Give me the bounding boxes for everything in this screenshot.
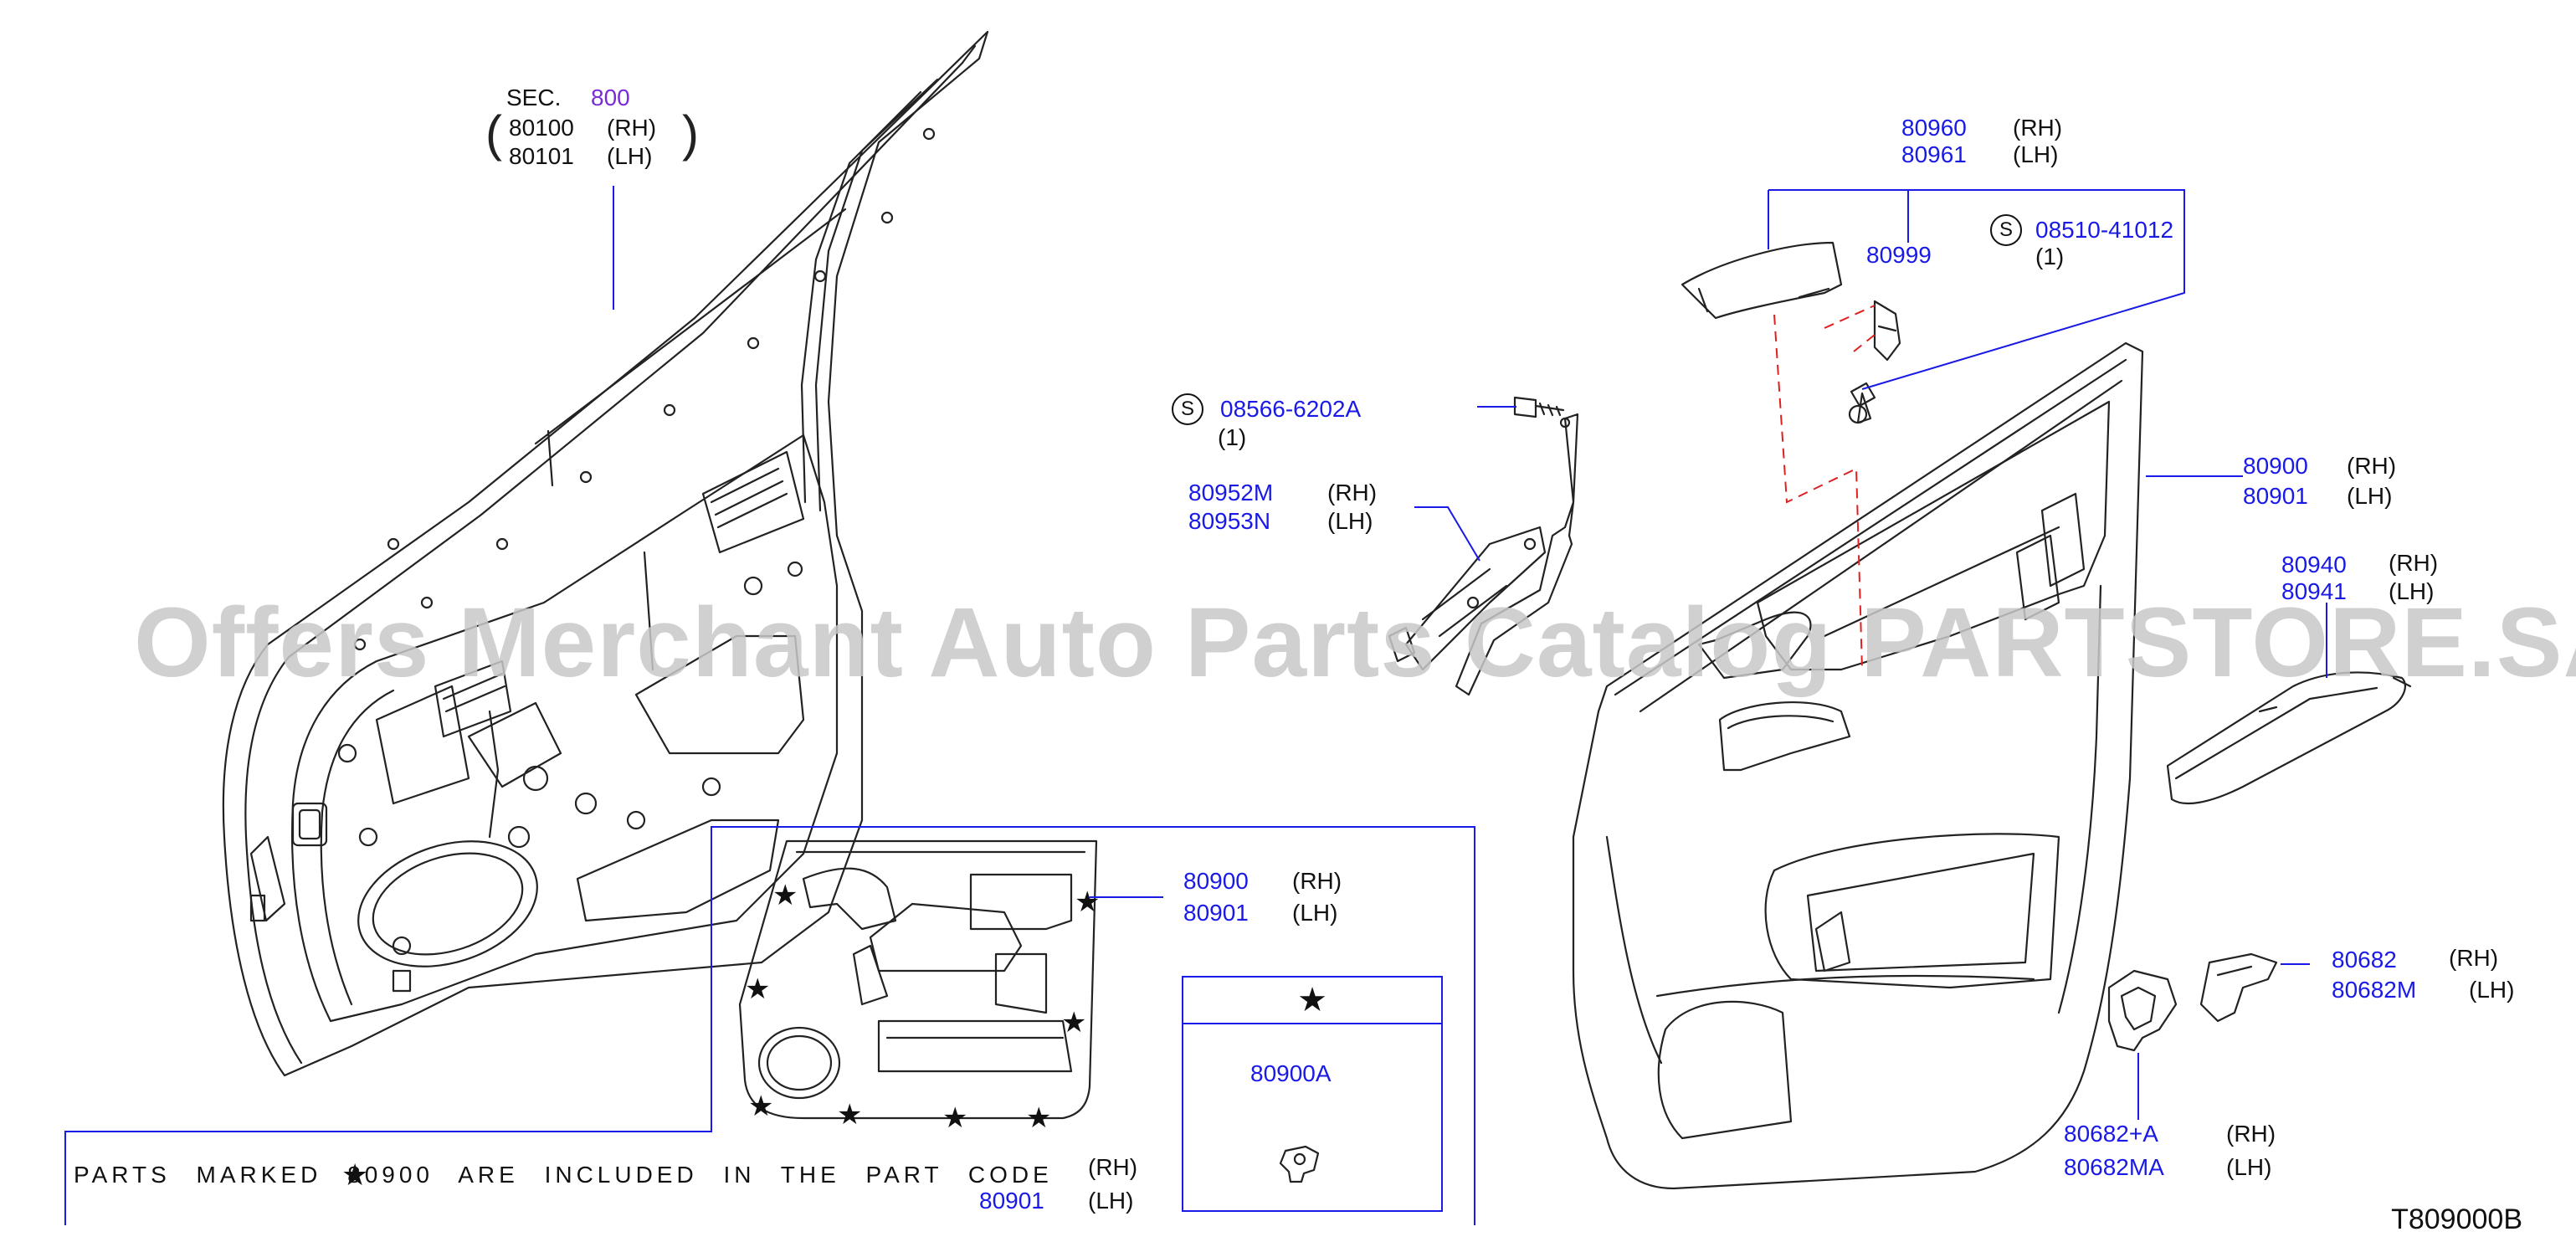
part-80999[interactable]: 80999 <box>1866 242 1932 268</box>
star-marker: ★ <box>1075 886 1101 918</box>
inset-trim-drawing <box>738 839 1098 1120</box>
bracket-drawing <box>1388 396 1579 696</box>
paren-right: ) <box>682 105 699 162</box>
star-marker: ★ <box>1061 1007 1087 1039</box>
footnote-lh: (LH) <box>1088 1188 1134 1214</box>
star-marker: ★ <box>1026 1102 1052 1134</box>
sec-label-number[interactable]: 800 <box>591 85 630 110</box>
standard-part-icon: S <box>1990 214 2022 246</box>
paren-left: ( <box>485 105 502 162</box>
part-08566-6202A-qty: (1) <box>1218 424 1247 450</box>
escutcheon-drawing <box>2107 952 2278 1052</box>
star-marker: ★ <box>745 973 771 1005</box>
door-frame-code-rh: 80100 <box>509 115 574 141</box>
standard-part-icon: S <box>1172 393 1203 425</box>
part-80901-main-side: (LH) <box>2347 483 2393 509</box>
armrest-drawing <box>2166 671 2412 805</box>
star-icon: ★ <box>1297 982 1327 1019</box>
door-frame-side-rh: (RH) <box>607 115 657 141</box>
door-frame-drawing <box>222 30 989 1077</box>
part-80941-side: (LH) <box>2389 578 2435 604</box>
finisher-top-drawing <box>1681 241 1901 424</box>
part-08510-41012-qty: (1) <box>2035 244 2065 269</box>
part-80953N[interactable]: 80953N <box>1188 508 1271 534</box>
part-80953N-side: (LH) <box>1327 508 1373 534</box>
part-80940-side: (RH) <box>2389 550 2439 576</box>
part-80941[interactable]: 80941 <box>2281 578 2347 604</box>
part-80952M-side: (RH) <box>1327 480 1378 506</box>
part-08566-6202A[interactable]: 08566-6202A <box>1220 396 1362 422</box>
part-80900-inset-side: (RH) <box>1292 868 1342 894</box>
part-80682-plus-A[interactable]: 80682+A <box>2064 1121 2158 1147</box>
diagram-code: T809000B <box>2391 1204 2522 1235</box>
door-frame-side-lh: (LH) <box>607 143 653 169</box>
part-80682MA[interactable]: 80682MA <box>2064 1154 2164 1180</box>
trim-panel-drawing <box>1572 341 2144 1190</box>
watermark: Offers Merchant Auto Parts Catalog PARTS… <box>134 588 2576 698</box>
part-80940[interactable]: 80940 <box>2281 552 2347 577</box>
part-80952M[interactable]: 80952M <box>1188 480 1274 506</box>
footnote-code-80901[interactable]: 80901 <box>979 1188 1044 1214</box>
star-marker: ★ <box>772 880 798 911</box>
part-80901-inset-side: (LH) <box>1292 900 1338 926</box>
part-80900-main-side: (RH) <box>2347 453 2397 479</box>
part-80901-inset[interactable]: 80901 <box>1183 900 1249 926</box>
part-80901-main[interactable]: 80901 <box>2243 483 2308 509</box>
part-80961-side: (LH) <box>2013 141 2059 167</box>
part-80900-main[interactable]: 80900 <box>2243 453 2308 479</box>
star-marker: ★ <box>748 1091 774 1122</box>
part-80900A[interactable]: 80900A <box>1250 1060 1332 1086</box>
part-80682-plus-A-side: (RH) <box>2226 1121 2276 1147</box>
part-08510-41012[interactable]: 08510-41012 <box>2035 217 2174 243</box>
part-80960-side: (RH) <box>2013 115 2063 141</box>
part-80960[interactable]: 80960 <box>1901 115 1967 141</box>
footnote-star: ★ <box>341 1157 369 1192</box>
star-marker: ★ <box>837 1099 863 1131</box>
star-marker: ★ <box>942 1102 968 1134</box>
footnote: PARTS MARKED 80900 ARE INCLUDED IN THE P… <box>74 1162 1053 1188</box>
door-frame-code-lh: 80101 <box>509 143 574 169</box>
footnote-rh: (RH) <box>1088 1154 1138 1180</box>
part-80682M-side: (LH) <box>2469 977 2515 1003</box>
star-box-divider <box>1183 1023 1441 1024</box>
part-80682[interactable]: 80682 <box>2332 947 2397 973</box>
clip-80900A-drawing <box>1279 1145 1320 1183</box>
star-legend-box: ★ 80900A <box>1182 976 1443 1212</box>
part-80682M[interactable]: 80682M <box>2332 977 2417 1003</box>
sec-label-prefix: SEC. <box>506 85 562 110</box>
part-80682-side: (RH) <box>2449 945 2499 971</box>
part-80961[interactable]: 80961 <box>1901 141 1967 167</box>
part-80682MA-side: (LH) <box>2226 1154 2272 1180</box>
part-80900-inset[interactable]: 80900 <box>1183 868 1249 894</box>
